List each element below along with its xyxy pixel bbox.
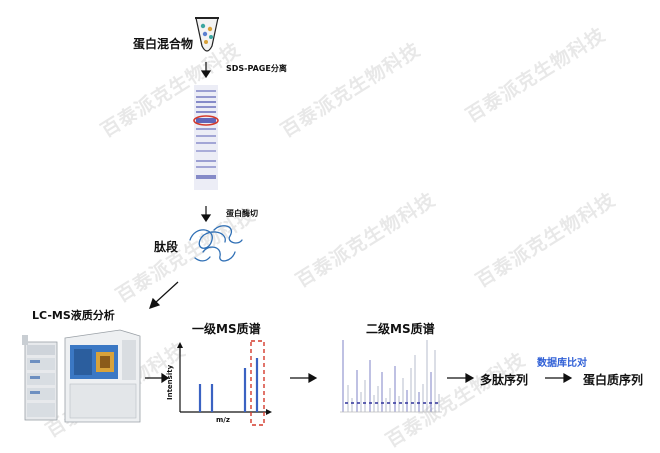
gel-lane (193, 85, 219, 190)
ms2-fragment-label (393, 402, 396, 404)
ms2-fragment-label (423, 402, 426, 404)
ms1-xlabel: m/z (216, 416, 230, 424)
label-lcms: LC-MS液质分析 (32, 309, 115, 322)
ms1-chart (177, 340, 272, 426)
label-ms2: 二级MS质谱 (366, 322, 435, 336)
label-sds-page: SDS-PAGE分离 (226, 64, 287, 73)
arrow-right-4 (545, 372, 573, 384)
ms2-fragment-label (357, 402, 360, 404)
lcms-instrument-icon (22, 329, 141, 423)
label-protein-seq: 蛋白质序列 (583, 373, 644, 387)
ms2-fragment-label (381, 402, 384, 404)
ms2-fragment-label (369, 402, 372, 404)
ms2-fragment-label (405, 402, 408, 404)
arrow-right-3 (447, 372, 475, 384)
label-ms1: 一级MS质谱 (192, 322, 261, 336)
label-peptide-seq: 多肽序列 (480, 373, 529, 387)
arrow-diagonal (149, 281, 179, 309)
ms2-fragment-label (387, 402, 390, 404)
ms2-fragment-label (375, 402, 378, 404)
arrow-down-1 (200, 62, 212, 79)
ms2-fragment-label (435, 402, 438, 404)
label-protein-mixture: 蛋白混合物 (133, 37, 194, 51)
ms2-fragment-label (399, 402, 402, 404)
ms1-ylabel: Intensity (166, 364, 174, 400)
ms2-fragment-label (411, 402, 414, 404)
test-tube-icon (195, 17, 219, 52)
label-peptide: 肽段 (154, 240, 179, 254)
ms2-fragment-label (345, 402, 348, 404)
label-db-search: 数据库比对 (537, 358, 587, 369)
arrow-right-2 (290, 372, 318, 384)
peptide-icon (189, 225, 243, 262)
workflow-graphics (22, 17, 573, 426)
label-enzyme-digest: 蛋白酶切 (226, 209, 258, 218)
ms2-fragment-label (417, 402, 420, 404)
ms2-fragment-label (351, 402, 354, 404)
ms2-spectrum (340, 340, 442, 413)
ms2-fragment-label (363, 402, 366, 404)
arrow-down-2 (200, 206, 212, 223)
arrow-right-1 (145, 372, 170, 384)
ms2-fragment-label (429, 402, 432, 404)
